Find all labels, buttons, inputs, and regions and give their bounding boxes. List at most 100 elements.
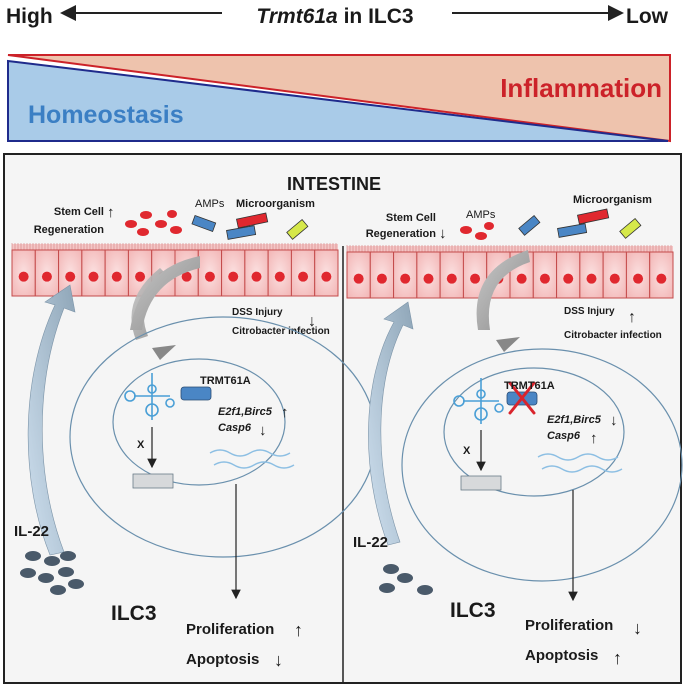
- inflammation-label: Inflammation: [500, 73, 662, 103]
- microorganism-label: Microorganism: [236, 198, 315, 210]
- header: High Trmt61a in ILC3 Low: [6, 5, 669, 28]
- regeneration-label: Regeneration: [366, 228, 437, 240]
- il22-feedback-arrow: [368, 301, 414, 546]
- amps-label: AMPs: [195, 198, 225, 210]
- secretion-arrowhead: [496, 337, 520, 352]
- cell-nucleus: [353, 273, 364, 284]
- cell-nucleus: [181, 271, 192, 282]
- cell-nucleus: [423, 273, 434, 284]
- gene-label-1: E2f1,Birc5: [218, 406, 273, 418]
- protein-block: [132, 473, 174, 489]
- ilc3-label: ILC3: [111, 602, 157, 625]
- microorganisms: [518, 208, 642, 239]
- right-panel: Stem Cell Regeneration ↓ AMPs Microorgan…: [346, 194, 683, 668]
- cell-nucleus: [65, 271, 76, 282]
- cell-nucleus: [633, 273, 644, 284]
- stem-cell-label: Stem Cell: [54, 206, 104, 218]
- gene-arrow-2: ↓: [259, 422, 267, 439]
- cell-nucleus: [376, 273, 387, 284]
- intestine-title: INTESTINE: [287, 174, 381, 194]
- trmt61a-protein: [180, 386, 212, 401]
- brush-border: [347, 246, 673, 252]
- il22-label: IL-22: [14, 523, 49, 540]
- microorganism-label: Microorganism: [573, 194, 652, 206]
- proliferation-label: Proliferation: [525, 617, 613, 634]
- gene-arrow-1: ↓: [610, 412, 618, 429]
- cell-nucleus: [88, 271, 99, 282]
- cell-nucleus: [18, 271, 29, 282]
- secretion-arrowhead: [152, 345, 176, 360]
- regeneration-label: Regeneration: [34, 224, 105, 236]
- cell-nucleus: [111, 271, 122, 282]
- il22-dots: [379, 564, 433, 595]
- secretion-arrow: [130, 256, 200, 330]
- cell-nucleus: [400, 273, 411, 284]
- cell-nucleus: [539, 273, 550, 284]
- secretion-arrow: [476, 250, 530, 330]
- cell-nucleus: [446, 273, 457, 284]
- proliferation-arrow: ↑: [294, 620, 303, 640]
- protein-block: [460, 475, 502, 491]
- knockout-cross-icon: [508, 381, 536, 415]
- amps-label: AMPs: [466, 209, 496, 221]
- apoptosis-label: Apoptosis: [186, 651, 259, 668]
- trna-icon: [453, 378, 504, 424]
- x-mark: X: [463, 445, 471, 457]
- left-panel: Stem Cell Regeneration ↑ AMPs Microorgan…: [11, 198, 377, 670]
- proliferation-label: Proliferation: [186, 621, 274, 638]
- mrna: [537, 453, 623, 473]
- cell-nucleus: [609, 273, 620, 284]
- cell-nucleus: [204, 271, 215, 282]
- gene-arrow-2: ↑: [590, 430, 598, 447]
- proliferation-arrow: ↓: [633, 618, 642, 638]
- cell-suffix: in ILC3: [338, 5, 414, 28]
- gene-label-2: Casp6: [218, 422, 252, 434]
- cell-nucleus: [41, 271, 52, 282]
- apoptosis-arrow: ↑: [613, 648, 622, 668]
- il22-label: IL-22: [353, 534, 388, 551]
- cell-nucleus: [251, 271, 262, 282]
- gene-arrow-1: ↑: [281, 404, 289, 421]
- x-mark: X: [137, 439, 145, 451]
- citrobacter-label: Citrobacter infection: [232, 326, 330, 337]
- mrna: [209, 449, 295, 469]
- homeostasis-wedge: [7, 59, 669, 142]
- enzyme-label: TRMT61A: [504, 380, 555, 392]
- apoptosis-arrow: ↓: [274, 650, 283, 670]
- high-label: High: [6, 5, 53, 28]
- inflammation-wedge: [7, 54, 671, 143]
- stem-cell-label: Stem Cell: [386, 212, 436, 224]
- cell-nucleus: [656, 273, 667, 284]
- amps-dots: [125, 210, 182, 236]
- ilc3-cell-membrane: [401, 348, 683, 582]
- cell-nucleus: [274, 271, 285, 282]
- gene-name: Trmt61a: [256, 5, 338, 28]
- header-title: Trmt61a in ILC3: [256, 5, 413, 28]
- dss-injury-label: DSS Injury: [564, 306, 615, 317]
- trna-icon: [124, 373, 175, 420]
- microorganisms: [191, 212, 309, 240]
- apoptosis-label: Apoptosis: [525, 647, 598, 664]
- cell-nucleus: [563, 273, 574, 284]
- nucleus: [112, 358, 286, 486]
- brush-border: [12, 244, 338, 250]
- injury-arrow: ↓: [308, 313, 316, 330]
- amps-dots: [460, 222, 494, 240]
- dss-injury-label: DSS Injury: [232, 307, 283, 318]
- cell-nucleus: [321, 271, 332, 282]
- stem-cell-arrow: ↑: [107, 204, 115, 221]
- il22-dots: [20, 551, 84, 595]
- injury-arrow: ↑: [628, 309, 636, 326]
- citrobacter-label: Citrobacter infection: [564, 330, 662, 341]
- stem-cell-arrow: ↓: [439, 225, 447, 242]
- cell-nucleus: [298, 271, 309, 282]
- homeostasis-label: Homeostasis: [28, 101, 184, 129]
- il22-feedback-arrow: [27, 284, 76, 556]
- enzyme-label: TRMT61A: [200, 375, 251, 387]
- cell-nucleus: [228, 271, 239, 282]
- gene-label-2: Casp6: [547, 430, 581, 442]
- cell-nucleus: [586, 273, 597, 284]
- cell-nucleus: [470, 273, 481, 284]
- low-label: Low: [626, 5, 669, 28]
